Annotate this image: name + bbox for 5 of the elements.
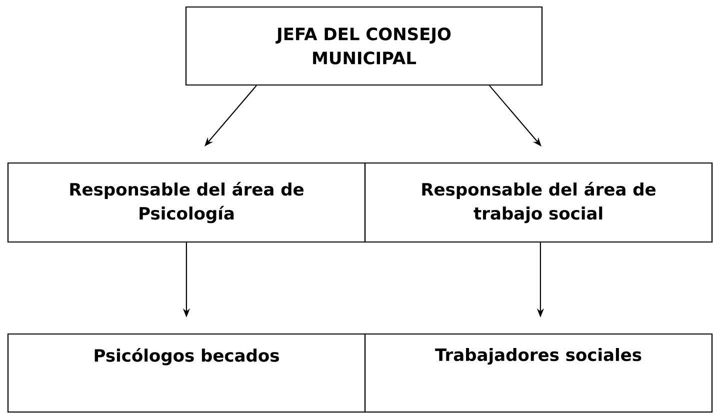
role-box: Responsable del área de Psicología	[7, 162, 366, 243]
title-box: JEFA DEL CONSEJO MUNICIPAL	[185, 6, 543, 86]
role-box: Responsable del área de trabajo social	[364, 162, 713, 243]
role-box: Psicólogos becados	[7, 333, 366, 413]
role-box: Trabajadores sociales	[364, 333, 713, 413]
